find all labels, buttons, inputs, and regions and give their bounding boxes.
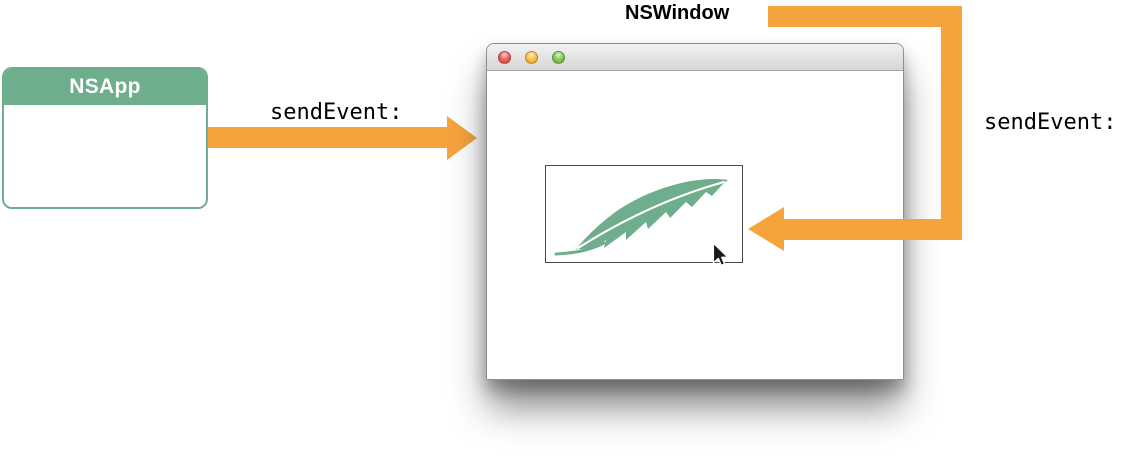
zoom-traffic-light-icon[interactable] xyxy=(552,50,565,64)
send-event-arrow-right-bottom-segment xyxy=(784,219,941,240)
send-event-arrow-right-head xyxy=(748,207,784,251)
mouse-cursor-icon xyxy=(712,242,729,267)
send-event-arrow-right-top-segment xyxy=(768,6,962,27)
nsapp-box-title: NSApp xyxy=(69,75,141,98)
nsapp-box-body xyxy=(4,105,206,207)
nswindow-label: NSWindow xyxy=(625,2,730,24)
send-event-arrow-left-head xyxy=(447,116,477,160)
leaf-view-rect xyxy=(545,165,743,263)
nsapp-class-box: NSApp xyxy=(2,67,208,209)
minimize-traffic-light-icon[interactable] xyxy=(525,50,538,64)
send-event-label-right: sendEvent: xyxy=(984,110,1117,135)
close-traffic-light-icon[interactable] xyxy=(498,50,511,64)
send-event-arrow-right-vertical-segment xyxy=(941,6,962,240)
send-event-arrow-left-shaft xyxy=(208,127,448,148)
nsapp-box-header: NSApp xyxy=(4,69,206,105)
leaf-icon xyxy=(554,179,728,256)
nswindow-mockup xyxy=(486,43,904,380)
window-titlebar xyxy=(487,44,903,71)
send-event-label-left: sendEvent: xyxy=(270,100,403,125)
